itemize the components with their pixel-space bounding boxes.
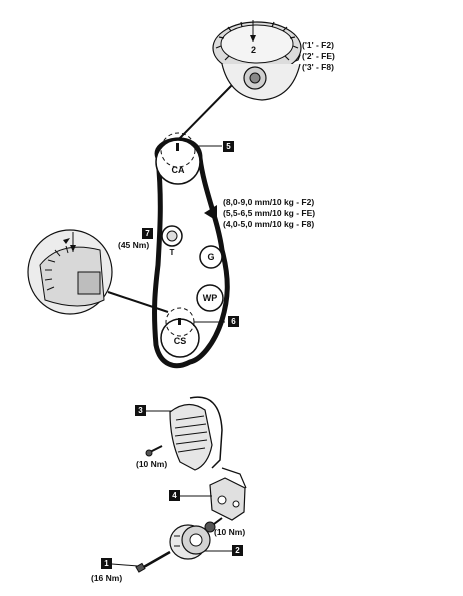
cam-mark-line-2: ('2' - FE)	[302, 51, 335, 61]
label-t: T	[169, 248, 175, 257]
callout-3: 3	[135, 405, 146, 416]
label-ca: CA	[171, 165, 185, 175]
cover-bolt	[145, 445, 163, 457]
crankshaft-pulley	[160, 307, 200, 358]
tension-spec-line-1: (8,0-9,0 mm/10 kg - F2)	[223, 197, 315, 207]
cover-bracket	[209, 467, 247, 521]
crank-bolt	[135, 550, 171, 573]
crank-leader-line	[107, 291, 169, 313]
cam-mark-line-1: ('1' - F2)	[302, 40, 334, 50]
callout-4: 4	[169, 490, 180, 501]
crank-damper-pulley	[169, 524, 211, 560]
callout-2: 2	[232, 545, 243, 556]
label-cs: CS	[173, 336, 187, 346]
callout-7: 7	[142, 228, 153, 239]
torque-cover-bolt: (10 Nm)	[136, 459, 168, 469]
callout-5: 5	[223, 141, 234, 152]
label-g: G	[207, 252, 215, 262]
bracket-bolt	[204, 517, 223, 533]
cam-leader-line	[177, 84, 233, 141]
torque-bracket-bolt: (10 Nm)	[214, 527, 246, 537]
camshaft-pulley	[155, 132, 201, 185]
generator-pulley	[199, 245, 223, 269]
water-pump-pulley	[196, 284, 224, 312]
tensioner-pulley	[161, 225, 183, 247]
crank-sprocket-detail	[27, 229, 113, 315]
cam-mark-line-3: ('3' - F8)	[302, 62, 334, 72]
tension-arrow-icon	[204, 205, 217, 221]
torque-tensioner: (45 Nm)	[118, 240, 150, 250]
callout-1: 1	[101, 558, 112, 569]
cam-mark-number: 2	[251, 45, 257, 55]
callout-6: 6	[228, 316, 239, 327]
tension-spec-line-3: (4,0-5,0 mm/10 kg - F8)	[223, 219, 315, 229]
camshaft-sprocket-detail	[212, 20, 302, 101]
torque-crank-bolt: (16 Nm)	[91, 573, 123, 583]
label-wp: WP	[202, 293, 218, 303]
timing-cover	[169, 396, 223, 471]
tension-spec-line-2: (5,5-6,5 mm/10 kg - FE)	[223, 208, 316, 218]
